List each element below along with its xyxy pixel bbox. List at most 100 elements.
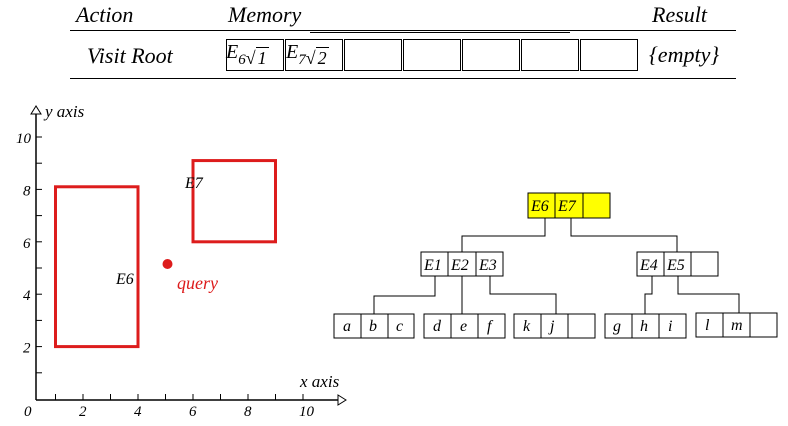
y-axis-arrow-icon bbox=[30, 105, 42, 115]
y-tick-label: 6 bbox=[23, 236, 31, 252]
x-tick-label: 2 bbox=[79, 404, 87, 420]
memory-entry-1-dist: 1 bbox=[255, 47, 269, 68]
root-cell-2 bbox=[554, 192, 584, 219]
header-action: Action bbox=[76, 2, 134, 27]
memory-cell-3 bbox=[344, 39, 402, 71]
x-tick-label: 0 bbox=[24, 404, 32, 420]
node2-entry-2: E5 bbox=[666, 257, 685, 274]
header-memory: Memory bbox=[228, 2, 302, 27]
node1-entry-1: E1 bbox=[423, 257, 442, 274]
edge-root-n1 bbox=[461, 218, 546, 252]
node2-entry-1: E4 bbox=[639, 257, 658, 274]
row-result: {empty} bbox=[649, 42, 720, 67]
tree-node-e4e5[interactable]: E4 E5 bbox=[636, 251, 719, 277]
leaf5-entry-1: l bbox=[705, 317, 710, 334]
leaf1-entry-2: b bbox=[369, 318, 377, 335]
leaf2-cell-1 bbox=[423, 313, 452, 339]
query-label: query bbox=[177, 273, 218, 293]
edge-n1-l1 bbox=[373, 276, 436, 314]
leaf4-entry-1: g bbox=[613, 318, 621, 335]
header-divider bbox=[70, 30, 736, 31]
leaf5-entry-2: m bbox=[731, 317, 743, 334]
y-tick-label: 4 bbox=[23, 288, 31, 304]
leaf3-cell-2 bbox=[540, 313, 569, 339]
tree-root-node[interactable]: E6 E7 bbox=[527, 192, 611, 219]
memory-cell-1 bbox=[226, 39, 284, 71]
leaf4-cell-3 bbox=[658, 313, 687, 339]
leaf2-entry-3: f bbox=[487, 318, 494, 335]
leaf-abc[interactable]: a b c bbox=[333, 313, 415, 339]
leaf2-entry-1: d bbox=[433, 318, 442, 335]
memory-cell-6 bbox=[521, 39, 579, 71]
leaf5-cell-3 bbox=[749, 312, 778, 338]
root-entry-1: E6 bbox=[530, 198, 549, 215]
mbr-e7 bbox=[191, 159, 277, 244]
leaf3-cell-1 bbox=[513, 313, 542, 339]
x-tick-label: 8 bbox=[244, 404, 252, 420]
leaf-lm[interactable]: l m bbox=[695, 312, 778, 338]
leaf1-cell-2 bbox=[360, 313, 389, 339]
leaf4-entry-3: i bbox=[668, 318, 672, 335]
leaf3-entry-2: j bbox=[548, 318, 555, 335]
memory-entry-2-sub: 7 bbox=[298, 52, 306, 68]
x-axis-arrow-icon bbox=[337, 394, 347, 406]
edge-n2-l5 bbox=[677, 276, 740, 313]
mbr-e6-label: E6 bbox=[115, 271, 134, 288]
node1-entry-3: E3 bbox=[478, 257, 497, 274]
tree-node-e1e2e3[interactable]: E1 E2 E3 bbox=[420, 251, 504, 277]
memory-entry-1-sub: 6 bbox=[238, 52, 246, 68]
node2-cell-3 bbox=[690, 251, 719, 277]
root-cell-3 bbox=[582, 192, 611, 219]
memory-cell-7 bbox=[580, 39, 638, 71]
mbr-e6 bbox=[54, 185, 140, 349]
leaf2-cell-3 bbox=[477, 313, 506, 339]
memory-entry-1: E6√1 bbox=[226, 41, 269, 68]
mbr-e7-label: E7 bbox=[184, 175, 204, 192]
tree-edges bbox=[373, 218, 740, 314]
row-divider bbox=[70, 78, 736, 79]
memory-entry-1-letter: E bbox=[226, 41, 239, 63]
sqrt-icon: √ bbox=[305, 48, 316, 68]
memory-entry-2-dist: 2 bbox=[315, 47, 329, 68]
leaf-kj[interactable]: k j bbox=[513, 313, 596, 339]
x-tick-label: 6 bbox=[189, 404, 197, 420]
header-result: Result bbox=[652, 2, 707, 27]
memory-cell-4 bbox=[403, 39, 461, 71]
node2-cell-2 bbox=[663, 251, 692, 277]
leaf1-cell-1 bbox=[333, 313, 362, 339]
plot-marks: E6 E7 query bbox=[54, 159, 277, 349]
y-ticks: 2 4 6 8 10 bbox=[16, 131, 42, 374]
leaf-ghi[interactable]: g h i bbox=[604, 313, 687, 339]
leaf4-entry-2: h bbox=[640, 318, 648, 335]
root-entry-2: E7 bbox=[557, 198, 577, 215]
memory-cell-2 bbox=[285, 39, 343, 71]
memory-cell-5 bbox=[462, 39, 520, 71]
y-tick-label: 10 bbox=[16, 131, 32, 147]
leaf3-entry-1: k bbox=[523, 318, 531, 335]
x-tick-label: 4 bbox=[134, 404, 142, 420]
leaf1-entry-1: a bbox=[343, 318, 351, 335]
leaf-def[interactable]: d e f bbox=[423, 313, 506, 339]
memory-entry-2: E7√2 bbox=[286, 41, 329, 68]
leaf5-cell-1 bbox=[695, 312, 724, 338]
edge-n2-l4 bbox=[644, 276, 653, 314]
edge-n1-l3 bbox=[489, 276, 557, 314]
node1-cell-1 bbox=[420, 251, 449, 277]
sqrt-icon: √ bbox=[245, 48, 256, 68]
leaf3-cell-3 bbox=[567, 313, 596, 339]
y-tick-label: 8 bbox=[23, 183, 31, 199]
y-tick-label: 2 bbox=[23, 341, 31, 357]
leaf1-entry-3: c bbox=[396, 318, 403, 335]
memory-entry-2-letter: E bbox=[286, 41, 299, 63]
leaf2-cell-2 bbox=[450, 313, 479, 339]
row-action: Visit Root bbox=[87, 43, 173, 68]
node1-entry-2: E2 bbox=[450, 257, 469, 274]
leaf2-entry-2: e bbox=[460, 318, 467, 335]
edge-root-n2 bbox=[570, 218, 678, 252]
node1-cell-2 bbox=[447, 251, 477, 277]
leaf1-cell-3 bbox=[387, 313, 415, 339]
header-subdivider bbox=[310, 32, 570, 33]
